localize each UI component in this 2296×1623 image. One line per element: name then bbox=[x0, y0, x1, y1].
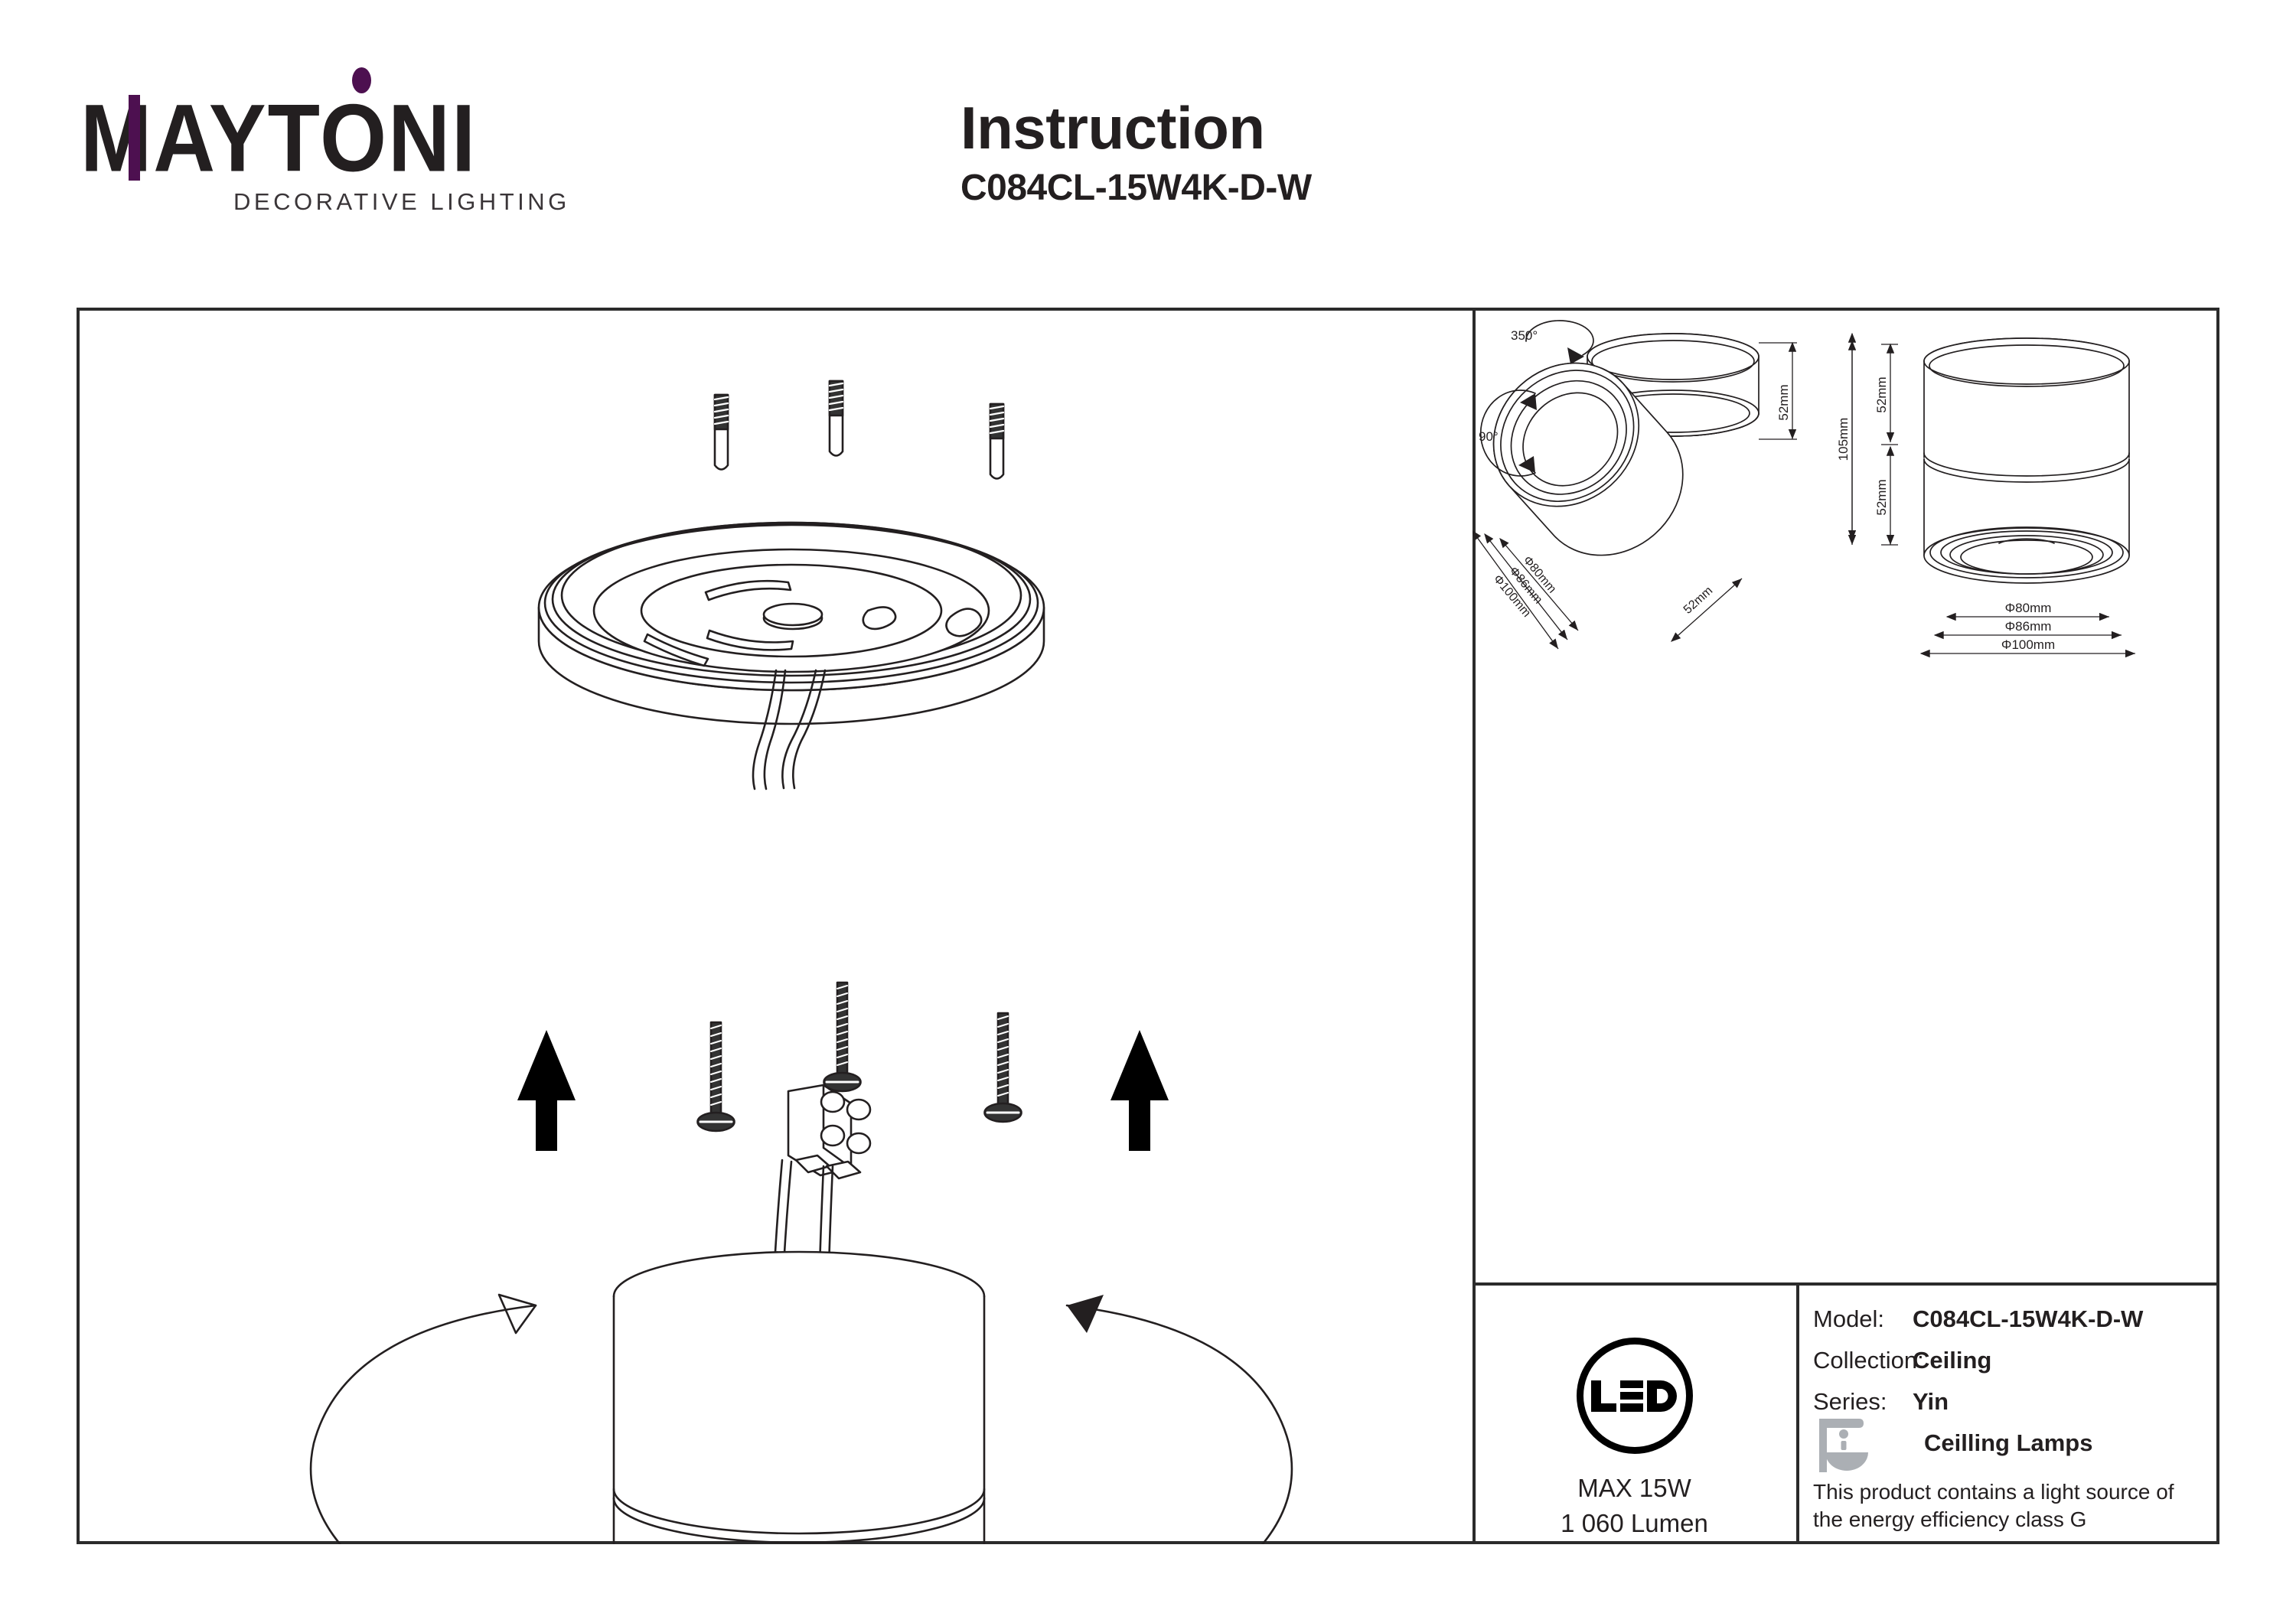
wall-anchor-icon bbox=[989, 402, 1005, 480]
rotation-90-arrow bbox=[1479, 389, 1537, 477]
front-diameter-80-label: Φ80mm bbox=[2005, 601, 2052, 615]
screw-icon bbox=[983, 1012, 1022, 1123]
frame-vertical-divider bbox=[1473, 311, 1476, 1544]
led-badge-cell: MAX 15W 1 060 Lumen bbox=[1473, 1286, 1796, 1544]
instruction-frame: 350° 90° 52mm 105mm Φ80mm Φ86mm Φ10 bbox=[77, 308, 2219, 1544]
tilted-depth-52mm-label: 52mm bbox=[1681, 584, 1715, 616]
led-lumen-label: 1 060 Lumen bbox=[1561, 1509, 1708, 1537]
logo-tagline: DECORATIVE LIGHTING bbox=[233, 188, 570, 215]
front-diameter-100-label: Φ100mm bbox=[2001, 637, 2055, 652]
model-label: Model: bbox=[1813, 1305, 1885, 1332]
rotate-right-arrow bbox=[1065, 1295, 1293, 1544]
led-text-icon bbox=[1590, 1380, 1677, 1412]
wall-anchor-icon bbox=[828, 380, 844, 457]
push-up-arrow-icon bbox=[517, 1030, 576, 1151]
logo-accent-bar-icon bbox=[129, 95, 140, 181]
installation-diagram-panel bbox=[80, 311, 1473, 1544]
collection-value: Ceiling bbox=[1913, 1347, 1992, 1374]
mounting-plate bbox=[537, 521, 1045, 725]
led-max-power-label: MAX 15W bbox=[1577, 1474, 1691, 1502]
rotate-left-arrow bbox=[309, 1293, 537, 1544]
rotation-350-arrow bbox=[1525, 320, 1594, 364]
document-title-block: Instruction C084CL-15W4K-D-W bbox=[960, 94, 1312, 209]
page-model-number: C084CL-15W4K-D-W bbox=[960, 167, 1312, 208]
collection-label: Collection: bbox=[1813, 1347, 1924, 1374]
energy-class-disclaimer: This product contains a light source of … bbox=[1813, 1480, 2174, 1531]
series-value: Yin bbox=[1913, 1388, 1949, 1415]
technical-drawings-panel: 350° 90° 52mm 105mm Φ80mm Φ86mm Φ10 bbox=[1473, 311, 2219, 1282]
technical-drawings: 350° 90° 52mm 105mm Φ80mm Φ86mm Φ10 bbox=[1473, 320, 2135, 658]
led-glyph bbox=[1583, 1344, 1686, 1447]
info-vertical-divider bbox=[1796, 1282, 1799, 1544]
logo-wordmark-label: MAYTONI bbox=[80, 84, 478, 192]
front-diameter-86-label: Φ86mm bbox=[2005, 619, 2052, 634]
tilted-spotlight-drawing bbox=[1479, 320, 1760, 556]
screw-icon bbox=[696, 1021, 735, 1133]
front-upper-52mm-label: 52mm bbox=[1874, 376, 1889, 412]
page-header: MAYTONI DECORATIVE LIGHTING Instruction … bbox=[0, 0, 2296, 308]
bathroom-sink-icon bbox=[1819, 1419, 1868, 1472]
model-value: C084CL-15W4K-D-W bbox=[1913, 1305, 2144, 1332]
supply-wires bbox=[752, 669, 827, 790]
front-lower-52mm-label: 52mm bbox=[1874, 479, 1889, 515]
logo-wordmark-text: MAYTONI bbox=[80, 67, 570, 186]
push-up-arrow-icon bbox=[1110, 1030, 1169, 1151]
lamp-body bbox=[612, 1250, 986, 1544]
tilted-height-52mm-label: 52mm bbox=[1776, 384, 1791, 420]
frame-horizontal-divider bbox=[1473, 1282, 2219, 1286]
rotation-350-label: 350° bbox=[1511, 328, 1538, 343]
wall-anchor-icon bbox=[713, 393, 729, 471]
category-value: Ceilling Lamps bbox=[1924, 1429, 2093, 1456]
installation-diagram bbox=[309, 380, 1293, 1544]
page-title: Instruction bbox=[960, 94, 1265, 161]
logo-accent-dot-icon bbox=[352, 67, 371, 93]
product-info-cell: Model: C084CL-15W4K-D-W Collection: Ceil… bbox=[1799, 1286, 2219, 1544]
terminal-block-icon bbox=[787, 1084, 872, 1180]
front-spotlight-drawing bbox=[1923, 337, 2130, 584]
led-badge-circle-icon bbox=[1576, 1338, 1693, 1454]
tilted-total-105mm-label: 105mm bbox=[1836, 418, 1851, 461]
maytoni-logo: MAYTONI DECORATIVE LIGHTING bbox=[80, 67, 570, 215]
rotation-90-label: 90° bbox=[1479, 429, 1499, 444]
screw-icon bbox=[823, 981, 862, 1093]
series-label: Series: bbox=[1813, 1388, 1887, 1415]
